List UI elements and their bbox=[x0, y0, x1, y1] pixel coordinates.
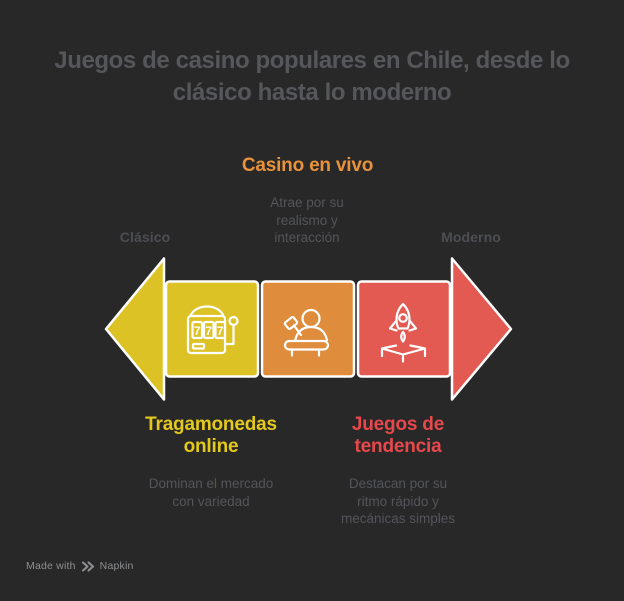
rocket-launch-icon bbox=[380, 302, 427, 363]
stage-label-tragamonedas: Tragamonedas online bbox=[126, 414, 296, 458]
stage-description-casino-en-vivo: Atrae por su realismo y interacción bbox=[247, 194, 367, 247]
arrow-right-head bbox=[450, 257, 513, 401]
svg-text:7: 7 bbox=[205, 324, 212, 338]
stage-label-juegos-tendencia: Juegos de tendencia bbox=[313, 414, 483, 458]
slot-machine-icon: 7 7 7 bbox=[186, 305, 239, 355]
description-line: con variedad bbox=[172, 493, 250, 509]
page-title: Juegos de casino populares en Chile, des… bbox=[0, 45, 624, 109]
svg-text:7: 7 bbox=[217, 324, 224, 338]
live-dealer-icon bbox=[283, 308, 330, 357]
description-line: interacción bbox=[274, 230, 340, 245]
stage-description-juegos-tendencia: Destacan por su ritmo rápido y mecánicas… bbox=[313, 475, 483, 528]
description-line: Atrae por su bbox=[270, 195, 344, 210]
stage-label-line: online bbox=[183, 436, 239, 457]
napkin-logo-icon bbox=[81, 560, 94, 572]
page-title-line-1: Juegos de casino populares en Chile, des… bbox=[54, 47, 570, 74]
description-line: ritmo rápido y bbox=[357, 493, 439, 509]
stage-label-line: Juegos de bbox=[351, 414, 445, 435]
description-line: Dominan el mercado bbox=[148, 476, 274, 491]
stage-label-casino-en-vivo: Casino en vivo bbox=[241, 155, 374, 176]
description-line: mecánicas simples bbox=[340, 511, 456, 526]
stage-label-line: tendencia bbox=[354, 436, 442, 457]
made-with-napkin-link[interactable]: Made with Napkin bbox=[26, 560, 134, 572]
stage-description-tragamonedas: Dominan el mercado con variedad bbox=[126, 475, 296, 510]
stage-label-line: Tragamonedas bbox=[145, 414, 277, 435]
spectrum-label-clasico: Clásico bbox=[119, 229, 171, 245]
spectrum-label-moderno: Moderno bbox=[441, 229, 501, 245]
spectrum-arrow: 7 7 7 bbox=[104, 257, 513, 401]
stage-segment-casino-en-vivo bbox=[260, 280, 356, 378]
description-line: Destacan por su bbox=[348, 476, 448, 491]
page-title-line-2: clásico hasta lo moderno bbox=[172, 79, 452, 106]
description-line: realismo y bbox=[276, 212, 338, 228]
napkin-brand-text: Napkin bbox=[99, 560, 134, 572]
arrow-left-head bbox=[104, 257, 166, 401]
made-with-text: Made with bbox=[26, 560, 76, 572]
svg-text:7: 7 bbox=[194, 324, 201, 338]
